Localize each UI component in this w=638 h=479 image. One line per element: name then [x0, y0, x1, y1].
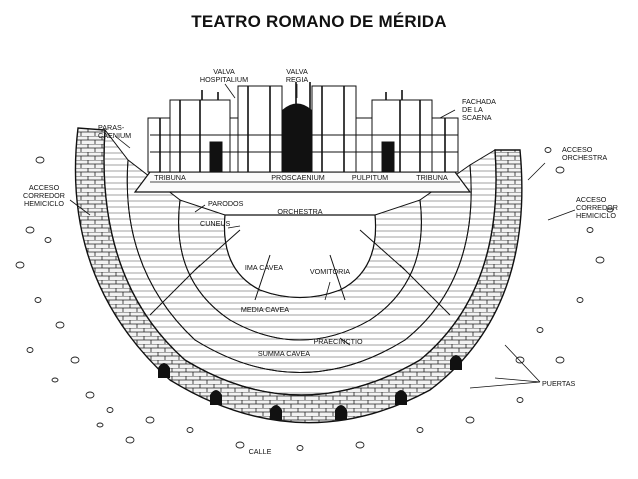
label-fachada-scaena: FACHADA DE LA SCAENA: [462, 97, 496, 122]
diagram-title: TEATRO ROMANO DE MÉRIDA: [191, 12, 447, 31]
rubble-stones: [15, 147, 614, 451]
label-tribuna-left: TRIBUNA: [154, 173, 186, 182]
label-parascaenium: PARAS- CAENIUM: [98, 123, 132, 140]
label-acceso-corredor-left: ACCESO CORREDOR HEMICICLO: [23, 183, 65, 208]
label-valva-hospitalium: VALVA HOSPITALIUM: [199, 67, 249, 84]
label-tribuna-right: TRIBUNA: [416, 173, 448, 182]
label-media-cavea: MEDIA CAVEA: [240, 305, 290, 314]
label-ima-cavea: IMA CAVEA: [244, 263, 284, 272]
label-vomitoria: VOMITORIA: [309, 267, 351, 276]
label-valva-regia: VALVA REGIA: [285, 67, 309, 84]
label-puertas: PUERTAS: [542, 379, 576, 388]
label-pulpitum: PULPITUM: [351, 173, 389, 182]
label-proscaenium: PROSCAENIUM: [271, 173, 325, 182]
scaenae-frons: [147, 82, 459, 173]
label-orchestra: ORCHESTRA: [277, 207, 323, 216]
label-calle: CALLE: [248, 447, 272, 456]
leader-lines: [69, 83, 576, 389]
label-cuneus: CUNEUS: [200, 219, 231, 228]
label-acceso-orchestra: ACCESO ORCHESTRA: [562, 145, 608, 162]
label-summa-cavea: SUMMA CAVEA: [257, 349, 311, 358]
label-praecinctio: PRAECINCTIO: [313, 337, 363, 346]
label-parodos: PARODOS: [208, 199, 244, 208]
cuneus-dividers: [149, 229, 451, 316]
label-acceso-corredor-right: ACCESO CORREDOR HEMICICLO: [576, 195, 618, 220]
arch-doors: [158, 355, 462, 420]
